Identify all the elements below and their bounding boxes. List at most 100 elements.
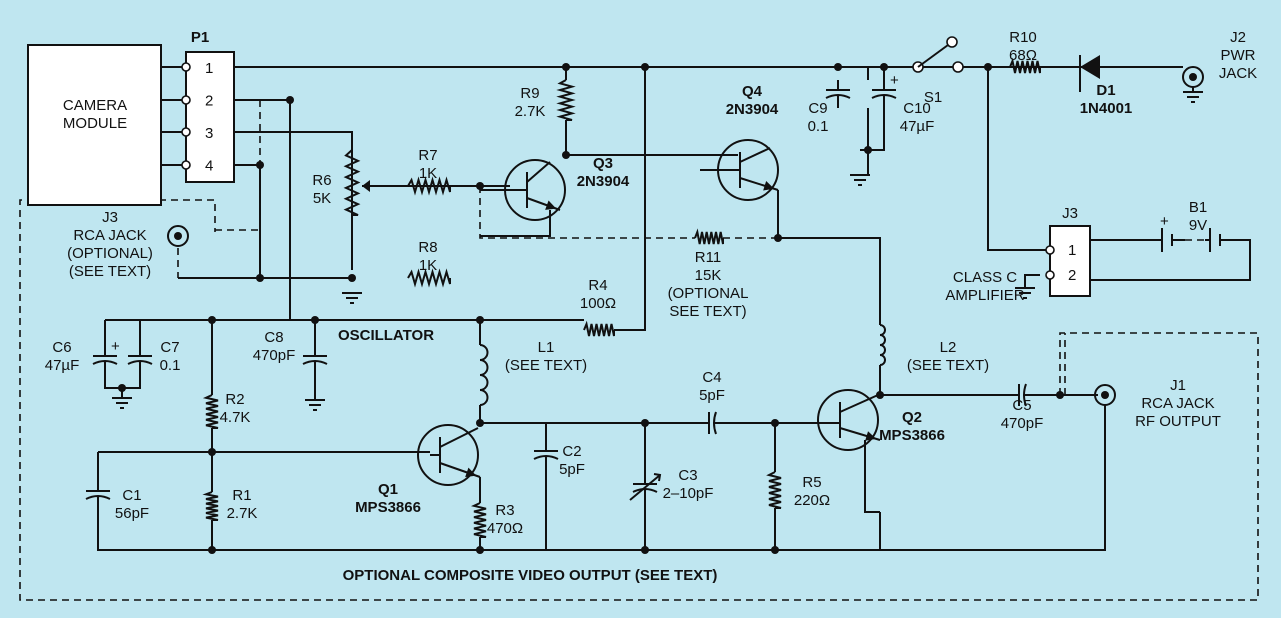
junction-dot bbox=[476, 316, 484, 324]
battery-b1: + bbox=[1150, 213, 1225, 252]
connector-p1 bbox=[161, 51, 235, 183]
junction-dot bbox=[641, 546, 649, 554]
resistor-r10 bbox=[1009, 57, 1041, 74]
ground-icon bbox=[112, 397, 132, 409]
junction-dot bbox=[208, 546, 216, 554]
transistor-q3 bbox=[480, 159, 566, 221]
resistor-r1 bbox=[202, 491, 219, 521]
j3_label-label: J3 bbox=[1062, 205, 1078, 222]
transistor-q4 bbox=[700, 139, 779, 201]
resistor-r5 bbox=[766, 471, 782, 509]
ground-icon bbox=[305, 399, 325, 411]
resistor-r6 bbox=[343, 149, 361, 216]
diode-d1 bbox=[1079, 55, 1120, 79]
junction-dot bbox=[834, 63, 842, 71]
capacitor-c8 bbox=[302, 345, 328, 375]
resistor-r8 bbox=[407, 268, 451, 288]
ground-icon bbox=[342, 292, 362, 304]
junction-dot bbox=[774, 234, 782, 242]
switch-s1 bbox=[900, 36, 964, 73]
resistor-r11 bbox=[694, 228, 724, 245]
connector-j3 bbox=[1045, 225, 1091, 297]
capacitor-c4 bbox=[700, 411, 724, 435]
ground-icon bbox=[1015, 287, 1035, 299]
resistor-r4 bbox=[583, 320, 615, 337]
p1-label: P1 bbox=[191, 29, 209, 46]
transistor-q1 bbox=[417, 424, 481, 486]
resistor-r2 bbox=[202, 394, 219, 429]
l1-label: L1(SEE TEXT) bbox=[505, 339, 587, 374]
ground-icon bbox=[850, 174, 870, 186]
junction-dot bbox=[771, 419, 779, 427]
inductor-l2 bbox=[879, 324, 886, 366]
junction-dot bbox=[880, 63, 888, 71]
ground-icon bbox=[1183, 91, 1203, 103]
s1-label: S1 bbox=[924, 89, 942, 106]
capacitor-c10: + bbox=[871, 72, 899, 108]
wiring bbox=[19, 63, 1259, 601]
junction-dot bbox=[876, 391, 884, 399]
junction-dot bbox=[984, 63, 992, 71]
junction-dot bbox=[208, 448, 216, 456]
l2-label: L2(SEE TEXT) bbox=[907, 339, 989, 374]
capacitor-c6: + bbox=[92, 338, 120, 375]
junction-dot bbox=[118, 384, 126, 392]
components: + + + bbox=[27, 36, 1225, 538]
junction-dot bbox=[864, 146, 872, 154]
junction-dot bbox=[641, 419, 649, 427]
svg-text:+: + bbox=[111, 338, 120, 355]
capacitor-c2 bbox=[533, 448, 559, 462]
junction-dot bbox=[1056, 391, 1064, 399]
resistor-r7 bbox=[407, 176, 451, 196]
resistor-r9 bbox=[556, 79, 576, 121]
junction-dot bbox=[476, 419, 484, 427]
junction-dot bbox=[286, 96, 294, 104]
capacitor-c5 bbox=[1010, 383, 1034, 407]
junction-dot bbox=[208, 316, 216, 324]
transistor-q2 bbox=[817, 389, 881, 451]
jack-j2 bbox=[1182, 66, 1204, 88]
capacitor-c3 bbox=[629, 470, 662, 505]
junction-dot bbox=[771, 546, 779, 554]
composite-label: OPTIONAL COMPOSITE VIDEO OUTPUT (SEE TEX… bbox=[343, 567, 718, 584]
capacitor-c7 bbox=[127, 345, 153, 375]
junction-dot bbox=[641, 63, 649, 71]
junction-dot bbox=[256, 161, 264, 169]
oscillator-label: OSCILLATOR bbox=[338, 327, 434, 344]
capacitor-c1 bbox=[85, 490, 111, 500]
junction-dot bbox=[256, 274, 264, 282]
junction-dot bbox=[562, 151, 570, 159]
junction-dot bbox=[476, 546, 484, 554]
svg-text:+: + bbox=[890, 72, 899, 89]
junction-dot bbox=[562, 63, 570, 71]
